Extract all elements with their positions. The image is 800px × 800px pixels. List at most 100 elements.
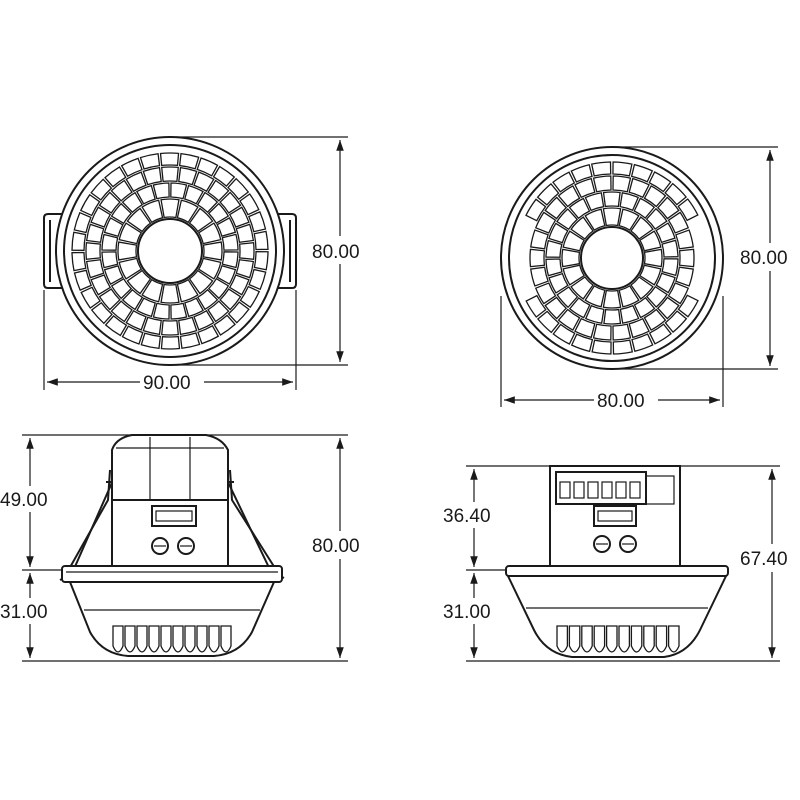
lens-segment: [581, 625, 593, 653]
lens-segment: [176, 199, 199, 224]
lens-segment: [612, 161, 633, 177]
lens-segment: [139, 153, 161, 170]
lens-segment: [170, 302, 188, 320]
terminal-slot: [629, 481, 641, 499]
lens-segment: [136, 297, 157, 318]
lens-segment: [90, 206, 112, 228]
lens-segment: [239, 193, 260, 216]
lens-segment: [197, 324, 220, 345]
lens-segment: [570, 163, 593, 183]
lens-segment: [253, 251, 269, 271]
lens-segment: [170, 182, 188, 200]
dimension-label-top-right-height: 80.00: [740, 248, 788, 269]
lens-segment: [534, 282, 557, 305]
lens-segment: [664, 182, 688, 206]
lens-segment: [655, 222, 676, 244]
lens-segment: [675, 266, 694, 287]
lens-segment: [101, 251, 119, 269]
lens-segment: [212, 165, 236, 188]
lens-segment: [557, 308, 581, 331]
lens-segment: [120, 157, 143, 178]
lens-segment: [656, 296, 680, 320]
lens-segment: [619, 192, 640, 212]
lens-segment: [630, 216, 654, 240]
lens-segment: [140, 332, 162, 350]
lens-segment: [207, 179, 230, 202]
lens-segment: [161, 319, 179, 336]
dimension-label-top-left-height: 80.00: [312, 242, 360, 263]
lens-segment: [530, 266, 549, 287]
dimension-label-top-right-width: 80.00: [597, 391, 645, 412]
lens-segment: [253, 230, 269, 251]
dimensions-top-right: 80.00 80.00: [500, 146, 800, 414]
lens-segment: [612, 339, 634, 355]
lens-segment: [631, 333, 654, 353]
lens-segment: [677, 294, 699, 318]
lens-segment: [574, 177, 596, 199]
lens-segment: [160, 335, 181, 350]
lens-segment: [221, 233, 239, 251]
lens-segment: [104, 166, 127, 188]
terminal-slot: [601, 481, 613, 499]
lens-segment: [667, 282, 690, 305]
lens-segment: [619, 304, 640, 324]
lens-segment: [592, 175, 612, 193]
lens-segment: [101, 233, 119, 251]
lens-segment: [602, 289, 622, 309]
lens-segment: [235, 259, 255, 279]
lens-segment: [593, 625, 606, 653]
lens-segment: [227, 177, 250, 201]
lens-segment: [193, 309, 215, 331]
lens-segment: [648, 323, 672, 345]
lens-segment: [570, 276, 594, 300]
lens-segment: [80, 286, 101, 309]
lens-segment: [161, 166, 179, 183]
lens-segment: [548, 272, 569, 294]
top-view-round: [500, 146, 724, 370]
lens-segment: [228, 206, 250, 228]
lens-segment: [179, 332, 201, 349]
terminal-slot: [615, 481, 627, 499]
lens-segment: [219, 288, 242, 311]
lens-segment: [213, 314, 236, 336]
lens-segment: [628, 177, 650, 199]
dimension-label-side-left-upper: 49.00: [0, 490, 48, 511]
lens-segment: [90, 178, 113, 201]
lens-segment: [90, 274, 112, 296]
lens-segment: [118, 257, 143, 280]
dimension-label-side-left-lower: 31.00: [0, 602, 48, 623]
lens-segment: [141, 199, 164, 224]
lens-segment: [633, 296, 656, 319]
lens-segment: [98, 288, 121, 311]
terminal-slot: [559, 481, 571, 499]
lens-segment: [591, 339, 612, 355]
lens-segment: [207, 300, 230, 323]
lens-segment: [590, 161, 612, 177]
lens-segment: [142, 316, 162, 336]
lens-segment: [552, 171, 576, 193]
lens-segment: [176, 278, 199, 303]
lens-segment: [197, 222, 222, 245]
lens-segment: [605, 625, 618, 653]
lens-segment: [196, 157, 219, 177]
lens-segment: [188, 269, 214, 295]
lens-segment: [118, 222, 143, 245]
lens-segment: [183, 184, 204, 205]
lens-segments-top-left: [71, 152, 269, 350]
lens-segment: [207, 202, 230, 225]
lens-segment: [235, 223, 255, 243]
lens-segment: [184, 625, 196, 653]
lens-segment: [574, 317, 596, 339]
lens-segment: [208, 625, 220, 653]
dimension-label-top-left-width: 90.00: [143, 373, 191, 394]
lens-segment: [188, 207, 214, 233]
terminal-strip: [559, 481, 641, 499]
lens-segment: [602, 207, 622, 227]
lens-segment: [227, 301, 250, 324]
lens-segment: [545, 258, 563, 277]
lens-segment: [675, 229, 694, 250]
lens-segment: [678, 248, 695, 268]
lens-segment: [525, 294, 547, 318]
dimensions-top-left: 80.00 90.00: [43, 136, 370, 396]
lens-segment: [219, 191, 242, 214]
